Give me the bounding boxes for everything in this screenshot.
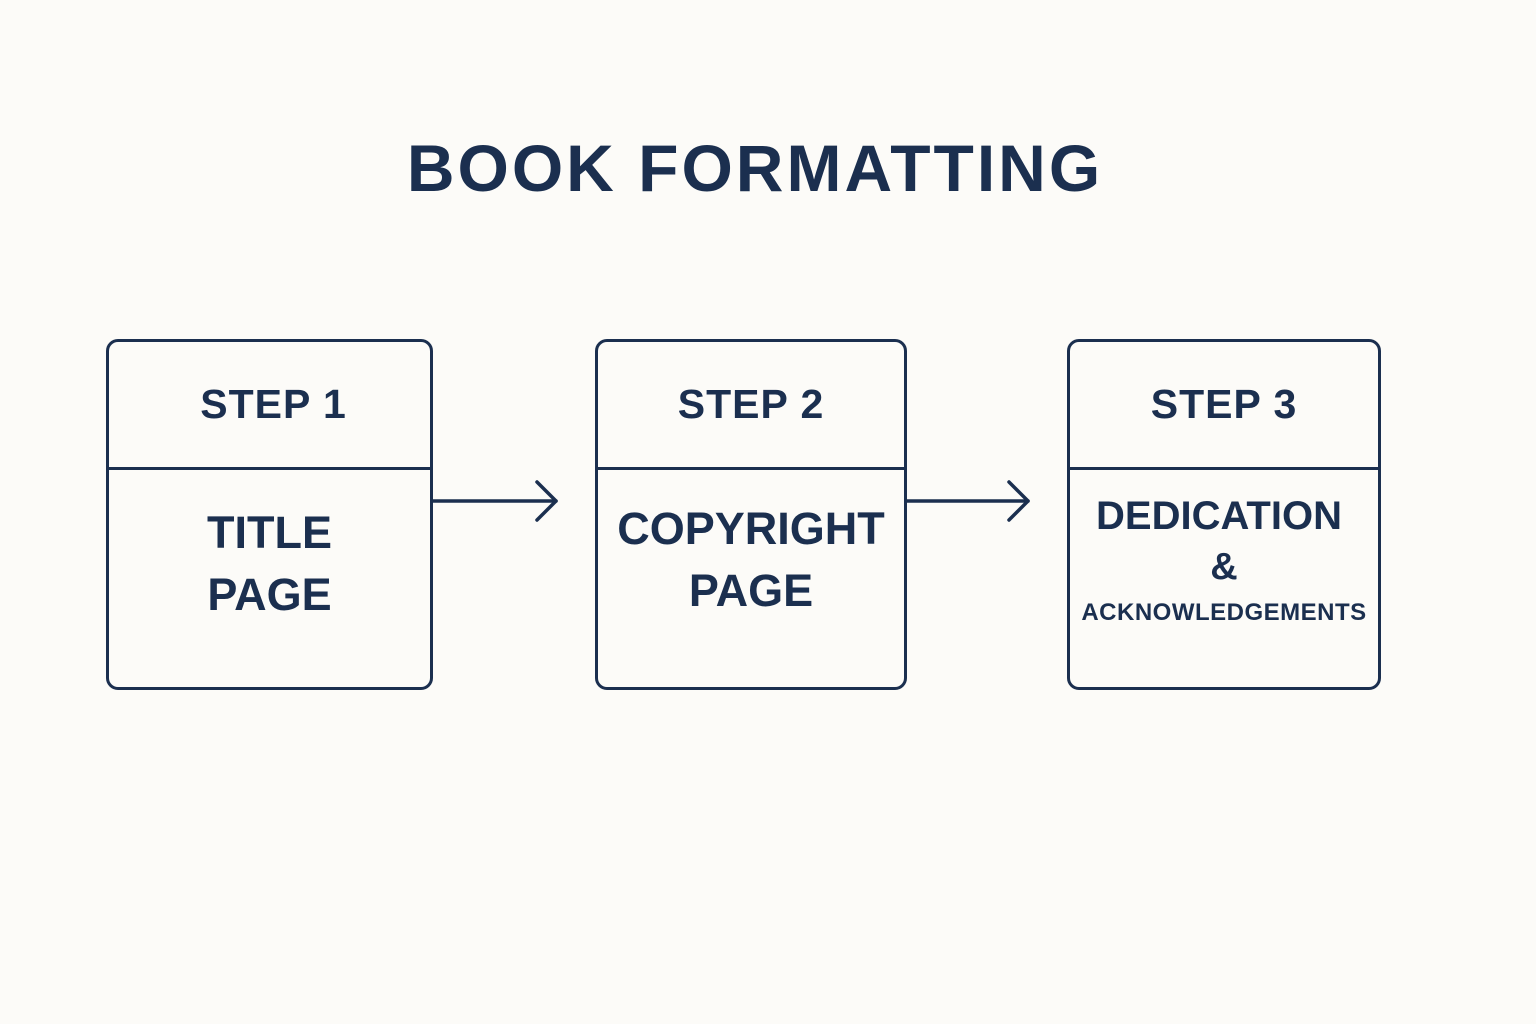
arrow-1-head (535, 480, 558, 522)
step-1-box: STEP 1 TITLE PAGE (106, 339, 433, 690)
step-2-label: STEP 2 (677, 381, 825, 427)
step-2-body: COPYRIGHT PAGE (598, 470, 904, 687)
step-2-line-1: COPYRIGHT (617, 502, 885, 554)
step-3-box: STEP 3 DEDICATION & ACKNOWLEDGEMENTS (1067, 339, 1381, 690)
step-1-line-1: TITLE (207, 506, 332, 558)
step-3-label: STEP 3 (1150, 381, 1298, 427)
arrow-2-head (1007, 480, 1030, 522)
step-3-header: STEP 3 (1070, 342, 1378, 470)
diagram-title: BOOK FORMATTING (406, 131, 1104, 205)
step-2-header: STEP 2 (598, 342, 904, 470)
step-1-line-2: PAGE (207, 568, 332, 620)
arrow-step-2-to-3 (905, 480, 1030, 522)
step-3-line-3: ACKNOWLEDGEMENTS (1081, 598, 1367, 626)
step-2-line-2: PAGE (688, 564, 814, 616)
step-3-body: DEDICATION & ACKNOWLEDGEMENTS (1070, 470, 1378, 687)
step-1-label: STEP 1 (200, 381, 347, 427)
step-2-box: STEP 2 COPYRIGHT PAGE (595, 339, 907, 690)
step-3-line-1: DEDICATION (1096, 493, 1342, 538)
step-1-header: STEP 1 (109, 342, 430, 470)
step-1-body: TITLE PAGE (109, 470, 430, 687)
step-3-line-2: & (1210, 545, 1238, 588)
arrow-step-1-to-2 (431, 480, 558, 522)
